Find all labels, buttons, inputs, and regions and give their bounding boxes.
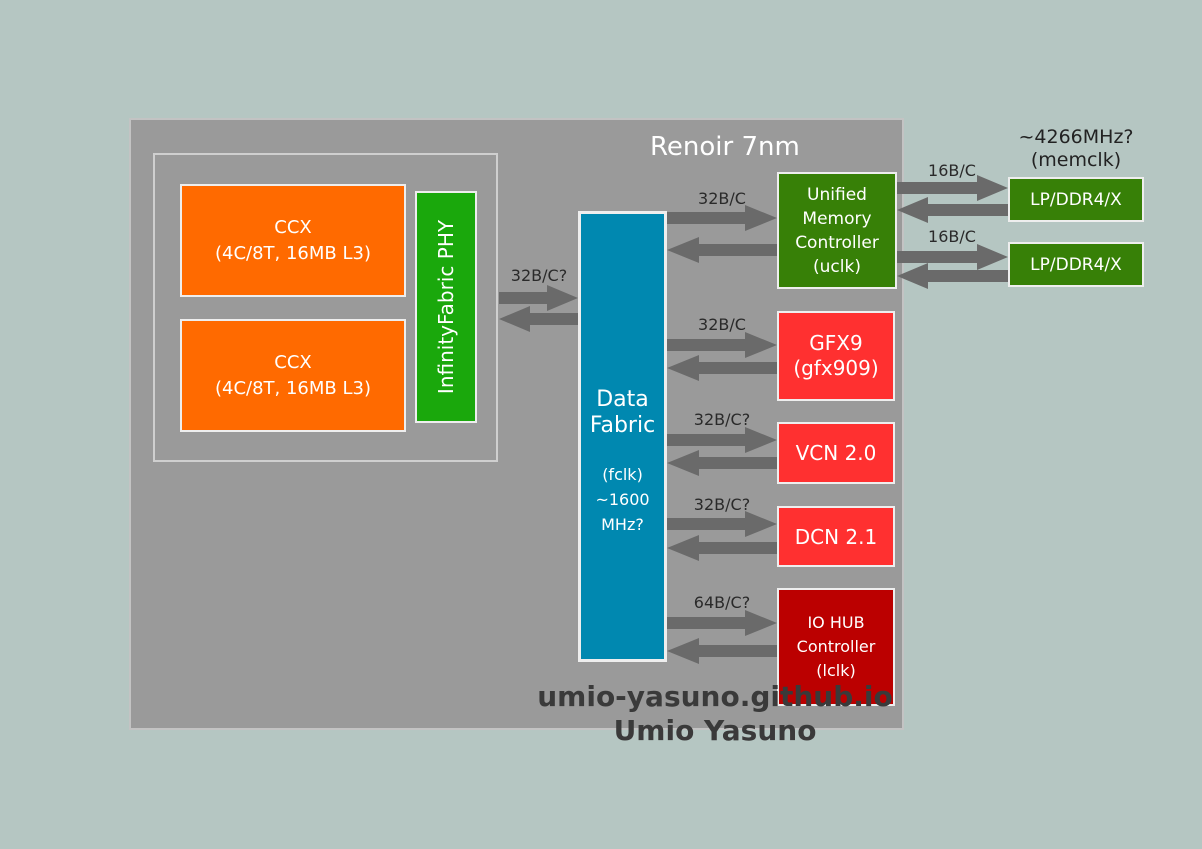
watermark-author: Umio Yasuno: [613, 714, 817, 747]
gfx-block: GFX9 (gfx909): [777, 311, 895, 401]
arrow-right: [667, 511, 777, 537]
arrow-left: [667, 535, 777, 561]
bandwidth-label: 16B/C: [928, 161, 976, 180]
ccx-detail: (4C/8T, 16MB L3): [214, 242, 371, 264]
arrow-right: [667, 610, 777, 636]
memory-channel-block: LP/DDR4/X: [1008, 242, 1144, 287]
arrow-left: [897, 197, 1008, 223]
data-fabric-clock-line: ~1600: [595, 490, 650, 509]
iohub-label-line: (lclk): [816, 661, 856, 680]
gfx-label-line: (gfx909): [793, 356, 879, 380]
vcn-block: VCN 2.0: [777, 422, 895, 484]
umc-label-line: Controller: [795, 232, 879, 253]
bandwidth-label: 16B/C: [928, 227, 976, 246]
arrow-right: [897, 175, 1008, 201]
arrow-left: [667, 355, 777, 381]
vcn-label: VCN 2.0: [795, 441, 877, 465]
bandwidth-label: 64B/C?: [693, 593, 751, 612]
iohub-label-line: Controller: [796, 637, 876, 656]
io-hub-controller-block: IO HUB Controller (lclk): [777, 588, 895, 706]
data-fabric-clock-line: (fclk): [602, 465, 643, 484]
ccx-name: CCX: [274, 216, 312, 238]
data-fabric-name-line: Fabric: [589, 413, 656, 438]
memory-clock-label: ~4266MHz? (memclk): [1018, 126, 1133, 172]
arrow-right: [897, 244, 1008, 270]
arrow-left: [667, 450, 777, 476]
ccx-detail: (4C/8T, 16MB L3): [214, 377, 371, 399]
arrow-right: [499, 285, 578, 311]
arrow-right: [667, 205, 777, 231]
dcn-block: DCN 2.1: [777, 506, 895, 567]
iohub-label-line: IO HUB: [807, 613, 865, 632]
arrow-left: [667, 237, 777, 263]
umc-label-line: (uclk): [813, 256, 861, 277]
arrow-left: [499, 306, 578, 332]
memory-clock-line: ~4266MHz?: [1018, 126, 1134, 148]
ccx-block: CCX (4C/8T, 16MB L3): [180, 319, 406, 432]
bandwidth-label: 32B/C?: [693, 495, 751, 514]
unified-memory-controller-block: Unified Memory Controller (uclk): [777, 172, 897, 289]
arrow-right: [667, 427, 777, 453]
umc-label-line: Memory: [802, 208, 872, 229]
memory-clock-line: (memclk): [1030, 149, 1122, 171]
watermark-url: umio-yasuno.github.io: [537, 680, 893, 713]
umc-label-line: Unified: [807, 184, 867, 205]
gfx-label-line: GFX9: [809, 331, 863, 355]
arrow-left: [897, 263, 1008, 289]
bandwidth-label: 32B/C?: [510, 266, 568, 285]
bandwidth-label: 32B/C?: [693, 410, 751, 429]
infinity-fabric-phy-block: [415, 191, 477, 423]
bandwidth-label: 32B/C: [698, 315, 746, 334]
data-fabric-name: Data Fabric: [581, 387, 664, 439]
arrow-left: [667, 638, 777, 664]
ccx-name: CCX: [274, 351, 312, 373]
chip-title: Renoir 7nm: [650, 132, 800, 162]
dcn-label: DCN 2.1: [794, 524, 878, 549]
data-fabric-block: Data Fabric (fclk) ~1600 MHz?: [578, 211, 667, 662]
data-fabric-clock-line: MHz?: [601, 515, 644, 534]
ccx-group: [153, 153, 498, 462]
arrow-right: [667, 332, 777, 358]
data-fabric-clock: (fclk) ~1600 MHz?: [581, 462, 664, 537]
memory-channel-block: LP/DDR4/X: [1008, 177, 1144, 222]
bandwidth-label: 32B/C: [698, 189, 746, 208]
ccx-block: CCX (4C/8T, 16MB L3): [180, 184, 406, 297]
data-fabric-name-line: Data: [596, 387, 649, 412]
